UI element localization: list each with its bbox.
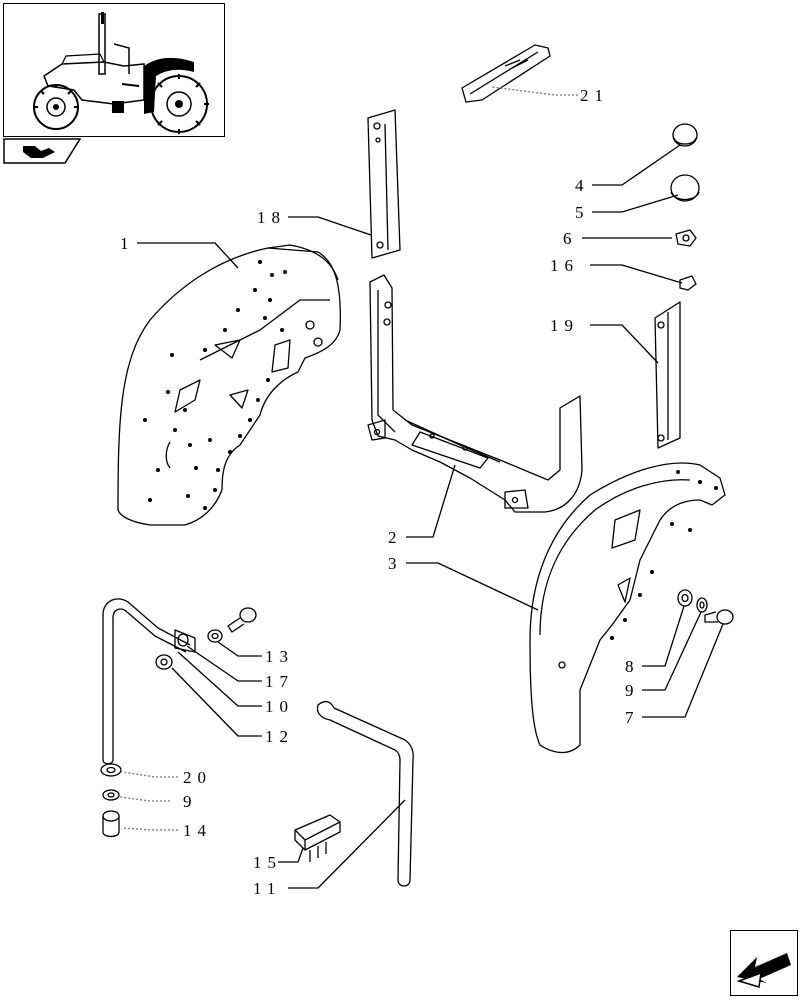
part-14-bolt bbox=[102, 810, 120, 838]
parts-book-tab-icon bbox=[3, 138, 82, 164]
part-13-bolt bbox=[227, 607, 257, 633]
callout-9-right: 9 bbox=[625, 681, 640, 700]
part-7-bolt bbox=[704, 609, 734, 625]
callout-9-left: 9 bbox=[183, 792, 198, 811]
callout-16: 16 bbox=[550, 256, 579, 275]
callout-13: 13 bbox=[265, 647, 294, 666]
part-9-washer-left bbox=[102, 789, 120, 801]
part-18-strip bbox=[367, 109, 401, 259]
callout-20: 20 bbox=[183, 768, 212, 787]
pipe-assembly bbox=[102, 598, 191, 765]
part-19-strip bbox=[654, 301, 681, 449]
part-21-bracket bbox=[461, 44, 551, 103]
part-1-fender bbox=[117, 244, 341, 526]
part-3-fender bbox=[529, 462, 726, 754]
part-6-clip bbox=[675, 229, 697, 247]
part-20-washer bbox=[100, 763, 122, 777]
callout-1: 1 bbox=[120, 234, 135, 253]
callout-3: 3 bbox=[388, 554, 403, 573]
callout-15: 15 bbox=[253, 853, 282, 872]
part-5-cap bbox=[670, 174, 700, 202]
callout-2: 2 bbox=[388, 528, 403, 547]
callout-7: 7 bbox=[625, 708, 640, 727]
callout-18: 18 bbox=[257, 208, 286, 227]
part-8-nut bbox=[677, 589, 693, 607]
part-16-clip bbox=[679, 275, 697, 291]
next-page-arrow-icon bbox=[736, 953, 791, 988]
tractor-thumbnail bbox=[3, 3, 225, 137]
part-9-washer-right bbox=[696, 597, 708, 613]
callout-14: 14 bbox=[183, 821, 212, 840]
callout-8: 8 bbox=[625, 657, 640, 676]
callout-4: 4 bbox=[575, 176, 590, 195]
part-4-cap bbox=[672, 123, 698, 147]
callout-10: 10 bbox=[265, 697, 294, 716]
tractor-icon bbox=[33, 12, 209, 134]
callout-12: 12 bbox=[265, 727, 294, 746]
part-11-hose bbox=[316, 700, 414, 887]
part-2-frame bbox=[367, 274, 583, 513]
part-12-spacer bbox=[155, 654, 173, 670]
fender-highlight bbox=[144, 57, 194, 114]
parts-book-tab[interactable] bbox=[3, 138, 82, 164]
callout-17: 17 bbox=[265, 672, 294, 691]
callout-21: 21 bbox=[580, 86, 609, 105]
part-15-connector bbox=[294, 814, 341, 862]
leader-lines bbox=[137, 144, 724, 889]
callout-6: 6 bbox=[563, 229, 578, 248]
part-17-washer bbox=[207, 629, 223, 643]
callout-5: 5 bbox=[575, 203, 590, 222]
leader-lines-dashed bbox=[119, 86, 578, 831]
next-page-button[interactable] bbox=[730, 930, 798, 996]
callout-11: 11 bbox=[253, 879, 281, 898]
callout-19: 19 bbox=[550, 316, 579, 335]
